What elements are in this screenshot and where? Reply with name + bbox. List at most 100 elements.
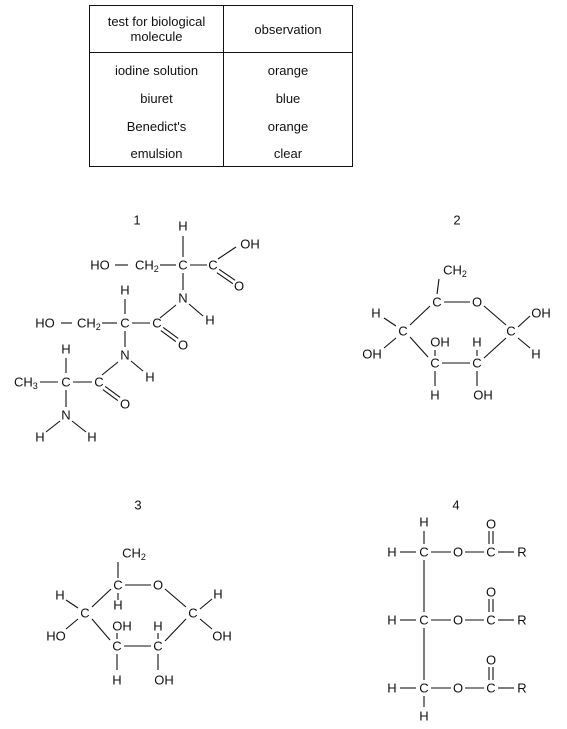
atom-ho: HO: [90, 258, 110, 273]
atom-r: R: [517, 613, 526, 628]
atom-ch2oh: CH2: [443, 263, 467, 280]
atom-o: O: [486, 585, 496, 600]
atom-h: H: [87, 430, 96, 445]
atom-c: C: [472, 356, 481, 371]
atom-h: H: [419, 515, 428, 530]
header-test: test for biological molecule: [89, 5, 224, 53]
table-row: biuret blue: [89, 84, 353, 112]
atom-h: H: [178, 219, 187, 234]
atom-ho: HO: [35, 316, 55, 331]
atom-o: O: [453, 545, 463, 560]
atom-h: H: [371, 306, 380, 321]
observation-cell: blue: [223, 84, 353, 112]
bond: [45, 420, 61, 433]
atom-c: C: [61, 375, 70, 390]
bond: [199, 598, 213, 610]
test-cell: emulsion: [89, 140, 224, 167]
atom-h: H: [35, 430, 44, 445]
atom-h: H: [387, 613, 396, 628]
atom-o: O: [178, 338, 188, 353]
bond: [483, 305, 507, 326]
atom-c: C: [178, 258, 187, 273]
bond: [517, 337, 531, 349]
atom-h: H: [153, 619, 162, 634]
double-bond: [160, 330, 177, 343]
atom-c: C: [113, 578, 122, 593]
observation-cell: orange: [223, 112, 353, 140]
bond: [101, 361, 119, 376]
bond: [409, 305, 431, 326]
atom-h: H: [120, 283, 129, 298]
observation-cell: orange: [223, 52, 353, 84]
atom-ch2: CH2: [77, 316, 101, 333]
header-observation: observation: [223, 5, 353, 53]
atom-c: C: [486, 613, 495, 628]
atom-h: H: [387, 545, 396, 560]
structure-label-1: 1: [133, 213, 140, 228]
double-bond: [216, 272, 234, 285]
tests-table: test for biological molecule observation…: [89, 5, 353, 167]
atom-c: C: [152, 316, 161, 331]
atom-c: C: [432, 295, 441, 310]
bond: [517, 315, 531, 328]
atom-o: O: [453, 613, 463, 628]
atom-r: R: [517, 681, 526, 696]
atom-o: O: [486, 653, 496, 668]
atom-c: C: [419, 681, 428, 696]
bond: [383, 337, 397, 349]
double-bond: [104, 385, 121, 398]
atom-h: H: [113, 598, 122, 613]
atom-c: C: [208, 258, 217, 273]
atom-c: C: [430, 356, 439, 371]
atom-o: O: [453, 681, 463, 696]
atom-h: H: [419, 709, 428, 724]
atom-oh: OH: [531, 306, 551, 321]
bond: [164, 588, 187, 608]
double-bond: [218, 268, 236, 281]
atom-c: C: [419, 545, 428, 560]
atom-c: C: [486, 545, 495, 560]
atom-n: N: [61, 408, 70, 423]
bond: [91, 618, 111, 641]
atom-oh: OH: [430, 335, 450, 350]
observation-cell: clear: [223, 140, 353, 167]
atom-c: C: [120, 316, 129, 331]
atom-n: N: [178, 291, 187, 306]
atom-h: H: [213, 587, 222, 602]
atom-c: C: [112, 639, 121, 654]
bond: [483, 337, 507, 359]
bond: [130, 360, 144, 372]
atom-r: R: [517, 545, 526, 560]
table-row: iodine solution orange: [89, 52, 353, 84]
atom-c: C: [398, 324, 407, 339]
double-bond: [102, 389, 119, 402]
bond: [65, 618, 79, 630]
atom-h: H: [472, 335, 481, 350]
atom-h: H: [145, 370, 154, 385]
atom-ch2oh: CH2: [122, 546, 146, 563]
bond: [436, 278, 440, 295]
atom-n: N: [120, 348, 129, 363]
atom-c: C: [153, 639, 162, 654]
table-row: Benedict's orange: [89, 112, 353, 140]
atom-oh: OH: [112, 619, 132, 634]
atom-c: C: [486, 681, 495, 696]
atom-h: H: [55, 588, 64, 603]
bond: [217, 246, 237, 260]
atom-oh: OH: [473, 388, 493, 403]
atom-c: C: [94, 375, 103, 390]
test-cell: Benedict's: [89, 112, 224, 140]
atom-c: C: [419, 613, 428, 628]
atom-oh: OH: [154, 673, 174, 688]
atom-h: H: [531, 347, 540, 362]
bond: [199, 618, 213, 630]
atom-c: C: [80, 606, 89, 621]
structure-label-2: 2: [453, 213, 460, 228]
atom-ho: HO: [46, 629, 66, 644]
atom-oh: OH: [362, 347, 382, 362]
atom-h: H: [430, 388, 439, 403]
atom-o: O: [120, 397, 130, 412]
atom-ch3: CH3: [14, 375, 38, 392]
atom-oh: OH: [240, 237, 260, 252]
